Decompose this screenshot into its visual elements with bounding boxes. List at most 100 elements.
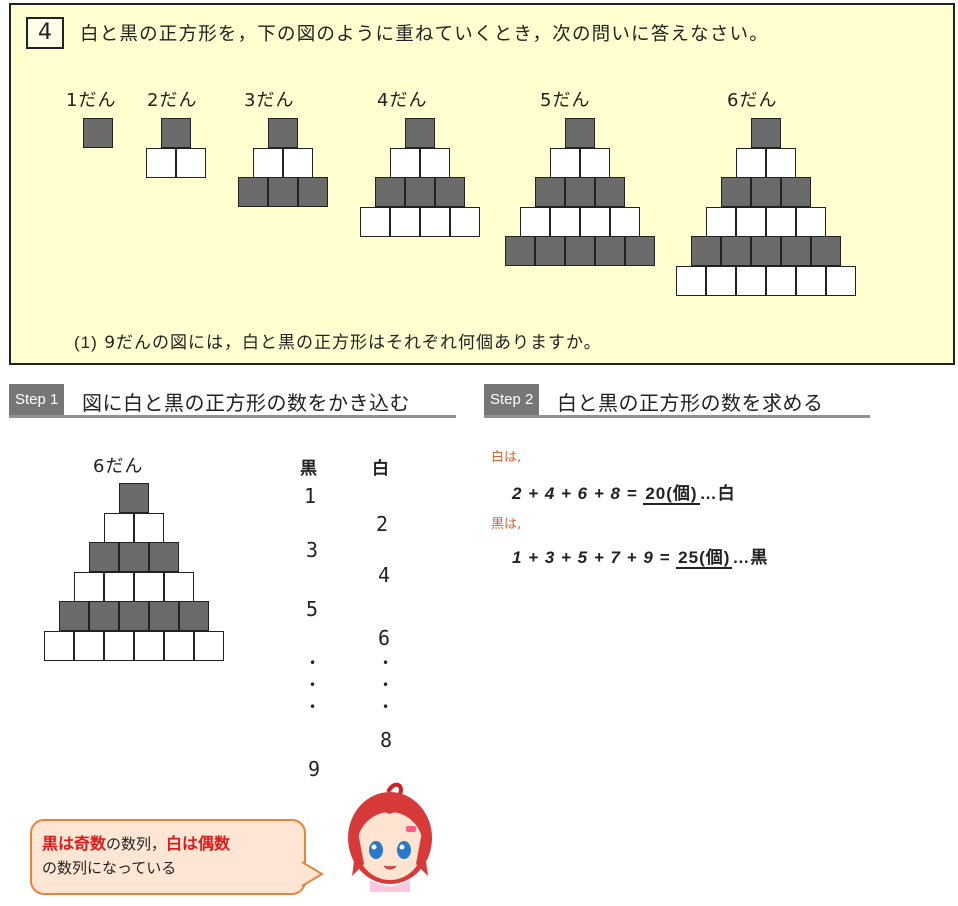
black-count-3: 3	[306, 538, 319, 562]
step1-square-row5-black	[119, 601, 149, 631]
stage-label-2: 2だん	[147, 90, 198, 111]
stage5-square-row5-black	[565, 236, 595, 266]
stage5-square-row3-black	[595, 177, 625, 207]
step1-square-row1-black	[119, 483, 149, 513]
step1-square-row4-white	[134, 571, 164, 602]
step1-square-row4-white	[74, 571, 104, 602]
step1-square-row3-black	[119, 542, 149, 572]
step1-title: 図に白と黒の正方形の数をかき込む	[82, 391, 410, 415]
white-count-2: 2	[376, 512, 389, 536]
step1-figure-label: 6だん	[93, 456, 144, 477]
stage4-square-row1-black	[405, 118, 435, 148]
stage-label-5: 5だん	[540, 90, 591, 111]
black-column-header: 黒	[300, 459, 317, 479]
step1-square-row6-white	[44, 630, 74, 661]
black-count-1: 1	[304, 484, 317, 508]
stage1-square-row1-black	[83, 118, 113, 148]
step1-square-row5-black	[59, 601, 89, 631]
stage5-square-row5-black	[625, 236, 655, 266]
stage5-square-row4-white	[580, 206, 610, 237]
step1-square-row6-white	[164, 630, 194, 661]
stage4-square-row4-white	[420, 206, 450, 237]
white-count-6: 6	[378, 626, 391, 650]
step1-square-row5-black	[179, 601, 209, 631]
step1-square-row5-black	[149, 601, 179, 631]
stage-label-6: 6だん	[727, 90, 778, 111]
stage5-square-row5-black	[505, 236, 535, 266]
step1-square-row4-white	[104, 571, 134, 602]
stage6-square-row1-black	[751, 118, 781, 148]
stage5-square-row3-black	[535, 177, 565, 207]
stage3-square-row2-white	[253, 147, 283, 178]
step1-square-row3-black	[89, 542, 119, 572]
stage2-square-row2-white	[146, 147, 176, 178]
stage6-square-row3-black	[751, 177, 781, 207]
stage2-square-row1-black	[161, 118, 191, 148]
step2-underline	[484, 415, 870, 418]
speech-text: 黒は奇数の数列，白は偶数 の数列になっている	[42, 834, 231, 877]
step1-square-row4-white	[164, 571, 194, 602]
step1-square-row6-white	[74, 630, 104, 661]
stage5-square-row4-white	[520, 206, 550, 237]
stage5-square-row5-black	[595, 236, 625, 266]
problem-number: 4	[26, 17, 64, 49]
stage6-square-row6-white	[736, 265, 766, 296]
stage3-square-row3-black	[268, 177, 298, 207]
stage-label-3: 3だん	[244, 90, 295, 111]
stage6-square-row5-black	[781, 236, 811, 266]
speech-bubble	[30, 819, 306, 895]
black-note: 黒は,	[491, 517, 522, 532]
white-count-8: 8	[380, 728, 393, 752]
white-note: 白は,	[491, 450, 522, 465]
stage5-square-row5-black	[535, 236, 565, 266]
step1-square-row5-black	[89, 601, 119, 631]
stage6-square-row4-white	[796, 206, 826, 237]
problem-box	[9, 3, 955, 365]
white-answer: 20(個)	[643, 484, 700, 505]
step1-square-row6-white	[104, 630, 134, 661]
stage6-square-row6-white	[706, 265, 736, 296]
stage6-square-row4-white	[706, 206, 736, 237]
stage-label-4: 4だん	[377, 90, 428, 111]
stage3-square-row3-black	[298, 177, 328, 207]
step1-square-row3-black	[149, 542, 179, 572]
stage4-square-row3-black	[435, 177, 465, 207]
step1-tag: Step 1	[9, 384, 65, 416]
stage5-square-row4-white	[550, 206, 580, 237]
stage5-square-row3-black	[565, 177, 595, 207]
stage5-square-row2-white	[550, 147, 580, 178]
black-answer: 25(個)	[676, 548, 733, 569]
stage5-square-row4-white	[610, 206, 640, 237]
stage-label-1: 1だん	[66, 90, 117, 111]
speech-bubble-tail	[302, 861, 324, 887]
stage6-square-row6-white	[796, 265, 826, 296]
stage6-square-row2-white	[736, 147, 766, 178]
step1-square-row2-white	[134, 512, 164, 543]
stage2-square-row2-white	[176, 147, 206, 178]
stage6-square-row5-black	[721, 236, 751, 266]
white-count-4: 4	[378, 563, 391, 587]
stage6-square-row3-black	[721, 177, 751, 207]
question-1: (1) 9だんの図には，白と黒の正方形はそれぞれ何個ありますか。	[74, 328, 602, 353]
stage6-square-row5-black	[691, 236, 721, 266]
stage4-square-row2-white	[420, 147, 450, 178]
stage5-square-row1-black	[565, 118, 595, 148]
stage4-square-row4-white	[390, 206, 420, 237]
step1-square-row6-white	[134, 630, 164, 661]
stage3-square-row2-white	[283, 147, 313, 178]
black-count-9: 9	[308, 757, 321, 781]
question-number: (1)	[74, 333, 98, 352]
stage4-square-row4-white	[450, 206, 480, 237]
stage6-square-row3-black	[781, 177, 811, 207]
stage3-square-row1-black	[268, 118, 298, 148]
step2-tag: Step 2	[484, 384, 540, 416]
stage6-square-row6-white	[766, 265, 796, 296]
black-sum-equation: 1 + 3 + 5 + 7 + 9 = 25(個)…黒	[512, 548, 769, 569]
white-column-header: 白	[372, 459, 389, 479]
step1-square-row6-white	[194, 630, 224, 661]
step1-square-row2-white	[104, 512, 134, 543]
stage6-square-row2-white	[766, 147, 796, 178]
stage6-square-row5-black	[751, 236, 781, 266]
stage4-square-row3-black	[405, 177, 435, 207]
stage6-square-row6-white	[826, 265, 856, 296]
